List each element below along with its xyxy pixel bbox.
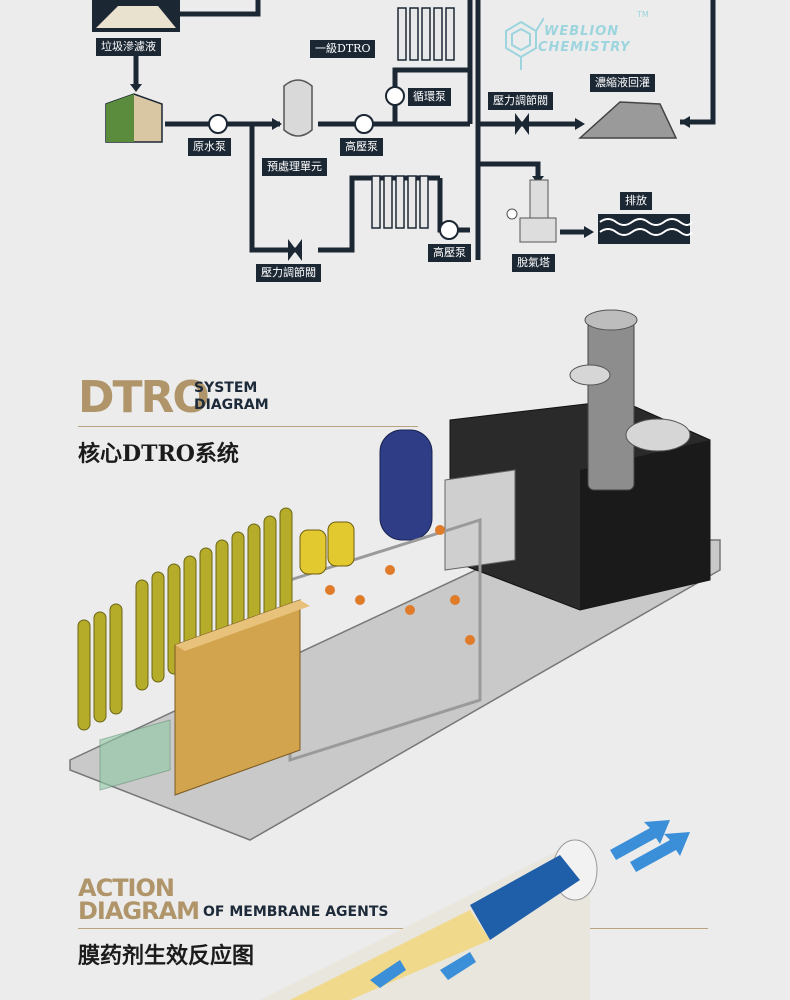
raw-pump-icon <box>208 114 228 134</box>
membrane-module-illustration <box>260 820 690 1000</box>
logo-line1: WEBLION <box>544 24 620 39</box>
dtro-system-label: SYSTEM <box>194 380 258 396</box>
label-concentrate: 濃縮液回灌 <box>590 74 655 92</box>
action-heading-suffix: OF MEMBRANE AGENTS <box>203 904 389 920</box>
stage2-membrane-bank-icon <box>371 175 429 229</box>
dtro-equipment-illustration <box>69 309 721 841</box>
label-high-pump-1: 高壓泵 <box>340 138 383 156</box>
high-pump-1-icon <box>354 114 374 134</box>
stage1-membrane-bank-icon <box>397 7 455 61</box>
dtro-rule <box>78 426 418 427</box>
action-heading-line1: ACTION <box>78 874 175 902</box>
circ-pump-icon <box>385 86 405 106</box>
landfill-tank-icon <box>105 93 163 143</box>
action-heading-line2: DIAGRAM <box>78 897 200 925</box>
process-flow-diagram: 垃圾滲濾液 原水泵 預處理單元 高壓泵 一級DTRO 循環泵 壓力調節閥 濃縮液… <box>0 0 790 290</box>
action-rule <box>78 928 708 929</box>
label-circ-pump: 循環泵 <box>408 88 451 106</box>
dtro-diagram-label: DIAGRAM <box>194 397 269 413</box>
label-discharge: 排放 <box>620 192 652 210</box>
label-pretreat: 預處理單元 <box>262 158 327 176</box>
label-degas: 脫氣塔 <box>512 254 555 272</box>
label-raw-pump: 原水泵 <box>188 138 231 156</box>
label-high-pump-2: 高壓泵 <box>428 244 471 262</box>
logo-tm: TM <box>637 10 649 19</box>
benzene-logo-icon <box>505 17 545 70</box>
leachate-pile-icon <box>92 0 180 32</box>
dtro-heading: DTRO <box>78 372 210 423</box>
high-pump-2-icon <box>439 220 459 240</box>
degas-tower-icon <box>506 179 557 243</box>
valve-bottom-icon <box>288 239 302 261</box>
label-stage1: 一級DTRO <box>310 40 376 58</box>
flow-pipes <box>92 0 716 261</box>
action-cn-title: 膜药剂生效反应图 <box>78 943 255 969</box>
discharge-water-icon <box>598 214 693 244</box>
dtro-cn-title: 核心DTRO系统 <box>78 441 239 467</box>
label-valve-bottom: 壓力調節閥 <box>256 264 321 282</box>
logo-line2: CHEMISTRY <box>538 40 631 55</box>
weblion-logo: WEBLION CHEMISTRY <box>498 10 658 72</box>
label-valve-top: 壓力調節閥 <box>488 92 553 110</box>
label-leachate: 垃圾滲濾液 <box>96 38 161 56</box>
valve-top-icon <box>515 113 529 135</box>
concentrate-pile-icon <box>578 101 678 139</box>
pretreatment-vessel-icon <box>283 79 313 137</box>
